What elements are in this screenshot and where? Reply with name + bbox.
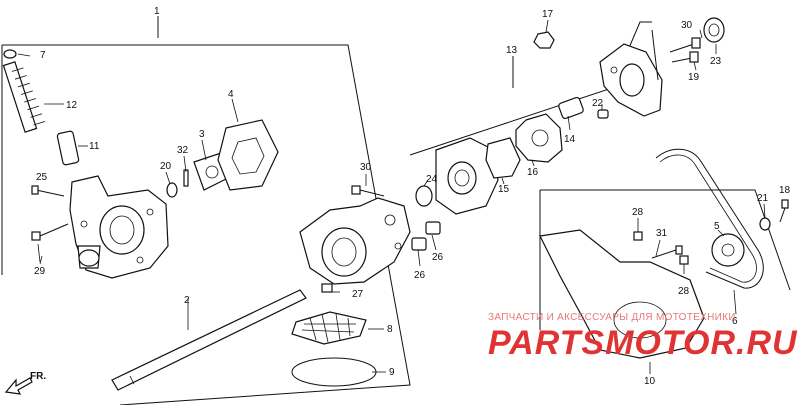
callout-32: 32 <box>177 145 189 156</box>
part-outer-rotor-4 <box>217 119 279 191</box>
part-right-plate <box>435 137 499 215</box>
part-collar-22 <box>597 109 609 119</box>
part-bolt-30-upper <box>669 37 701 53</box>
callout-24: 24 <box>426 174 438 185</box>
callout-4: 4 <box>228 89 234 100</box>
part-upper-housing <box>599 29 663 117</box>
watermark-logo: PARTSMOTOR.RU <box>488 324 798 362</box>
part-nut-17 <box>533 31 555 49</box>
front-direction-arrow <box>4 377 33 395</box>
part-bolt-30-center <box>351 185 385 197</box>
part-center-housing <box>299 197 411 285</box>
group-bracket-10 <box>539 189 791 330</box>
callout-30a: 30 <box>360 162 372 173</box>
callout-18: 18 <box>779 185 791 196</box>
part-washer-21 <box>759 217 771 231</box>
part-spring-12 <box>2 61 64 133</box>
callout-17: 17 <box>542 9 554 20</box>
part-sprocket-5 <box>711 233 745 267</box>
part-bolt-28b <box>679 255 689 265</box>
callout-3: 3 <box>199 129 205 140</box>
callout-2: 2 <box>184 295 190 306</box>
part-o-ring-9 <box>291 357 377 387</box>
callout-8: 8 <box>387 324 393 335</box>
callout-11: 11 <box>89 141 100 152</box>
callout-1: 1 <box>154 6 160 17</box>
callout-26a: 26 <box>432 252 444 263</box>
callout-28a: 28 <box>632 207 644 218</box>
callout-27: 27 <box>352 289 364 300</box>
part-pump-body <box>69 175 169 279</box>
callout-14: 14 <box>564 134 576 145</box>
callout-22: 22 <box>592 98 604 109</box>
callout-25: 25 <box>36 172 48 183</box>
part-flange-24 <box>415 185 433 207</box>
callout-10: 10 <box>644 376 656 387</box>
part-shaft-2 <box>111 289 307 391</box>
part-dowel-27 <box>321 283 333 293</box>
part-washer-20 <box>166 182 178 198</box>
part-chain-6 <box>655 148 764 289</box>
part-sleeve-11 <box>56 130 88 166</box>
part-collar-26b <box>411 237 427 251</box>
callout-6: 6 <box>732 316 738 327</box>
part-collar-26a <box>425 221 441 235</box>
callout-29: 29 <box>34 266 46 277</box>
part-cover-10 <box>539 229 705 359</box>
callout-20: 20 <box>160 161 172 172</box>
callout-5: 5 <box>714 221 720 232</box>
callout-21: 21 <box>757 193 769 204</box>
callout-16: 16 <box>527 167 539 178</box>
front-direction-label: FR. <box>30 371 47 382</box>
callout-26b: 26 <box>414 270 426 281</box>
callout-30b: 30 <box>681 20 693 31</box>
part-rotor-15 <box>485 137 521 179</box>
part-cap-7 <box>3 49 31 59</box>
callout-19: 19 <box>688 72 700 83</box>
part-bolt-31 <box>651 245 683 259</box>
part-gear-16 <box>515 113 563 163</box>
part-bolt-29 <box>31 223 69 263</box>
callout-28b: 28 <box>678 286 690 297</box>
watermark-tagline: ЗАПЧАСТИ И АКСЕССУАРЫ ДЛЯ МОТОТЕХНИКИ <box>488 312 736 323</box>
callout-23: 23 <box>710 56 722 67</box>
callout-labels: 1 2 3 4 5 6 7 8 9 10 11 12 13 14 15 16 1… <box>34 6 791 387</box>
callout-13: 13 <box>506 45 518 56</box>
part-bolt-25 <box>31 185 65 197</box>
part-sleeve-14 <box>558 96 584 120</box>
callout-12: 12 <box>66 100 78 111</box>
callout-15: 15 <box>498 184 510 195</box>
callout-7: 7 <box>40 50 46 61</box>
part-bolt-28a <box>633 231 643 241</box>
part-screen-8 <box>291 311 367 345</box>
callout-9: 9 <box>389 367 395 378</box>
leader-lines <box>39 19 766 374</box>
part-bolt-19 <box>671 51 699 63</box>
callout-31: 31 <box>656 228 668 239</box>
part-bolt-18 <box>779 199 789 223</box>
part-pin-32 <box>183 169 189 187</box>
part-seal-23 <box>703 17 725 43</box>
